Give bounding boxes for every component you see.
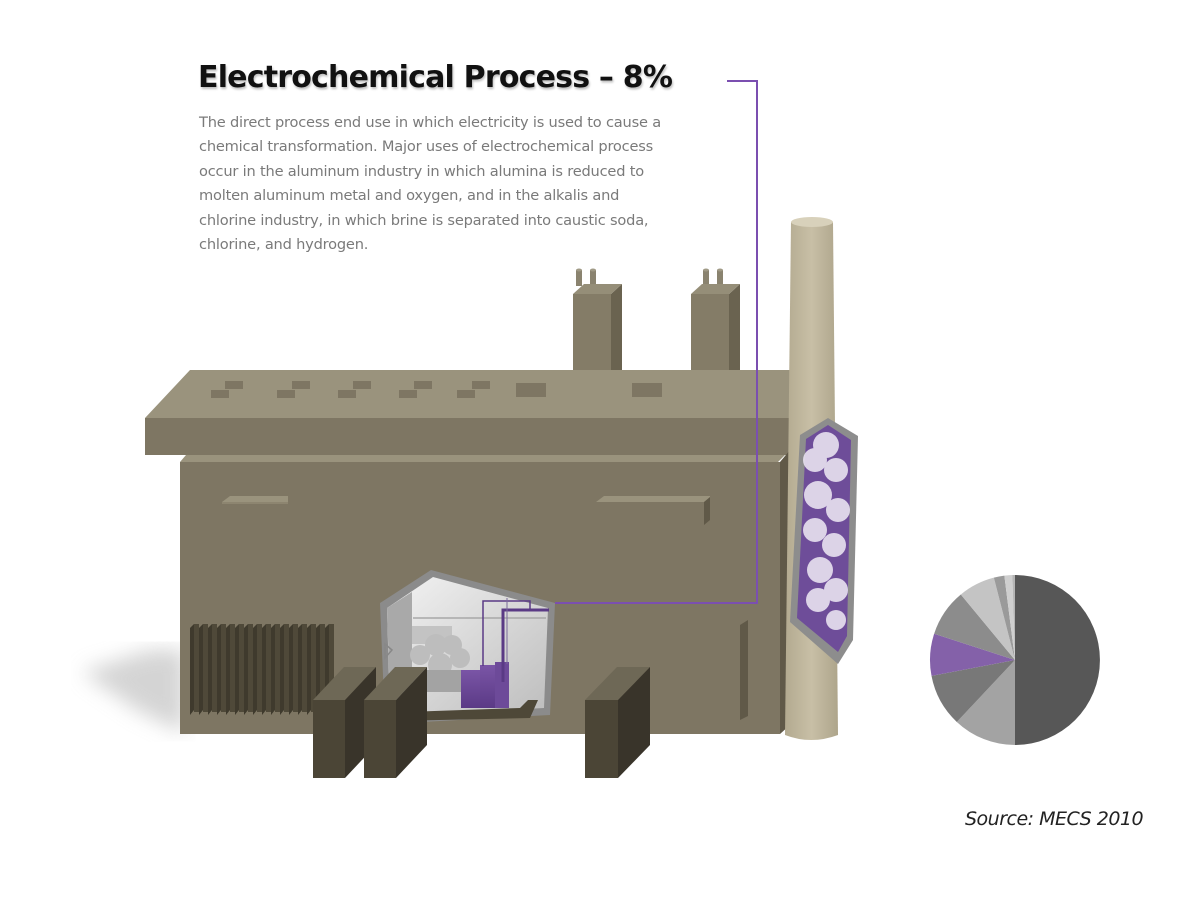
radiator-fin-face (230, 624, 235, 712)
ground-shadow (82, 650, 185, 733)
radiator-fin (217, 624, 221, 715)
radiator-fin-face (302, 624, 307, 712)
roof-vents (211, 381, 662, 398)
radiator-fin (298, 624, 302, 715)
radiator-fins (190, 624, 334, 715)
radiator-fin-face (221, 624, 226, 712)
support-beams (313, 667, 650, 778)
radiator-fin-face (284, 624, 289, 712)
smoke-cloud-icon (803, 432, 850, 630)
pie-slice (934, 594, 1015, 660)
pie-slice (993, 575, 1015, 660)
radiator-fin (235, 624, 239, 715)
source-citation: Source: MECS 2010 (965, 808, 1144, 830)
radiator-fin-face (248, 624, 253, 712)
pie-slice (1004, 575, 1015, 660)
pie-slice (1015, 575, 1100, 745)
radiator-fin-face (212, 624, 217, 712)
radiator-fin (307, 624, 311, 715)
pie-slice (1012, 575, 1015, 660)
radiator-fin (199, 624, 203, 715)
callout-line (555, 80, 758, 604)
radiator-fin-face (293, 624, 298, 712)
pie-slice (960, 577, 1015, 660)
electrolytic-cell-icon (461, 598, 549, 708)
radiator-fin-face (275, 624, 280, 712)
radiator-fin-face (239, 624, 244, 712)
pie-slice (930, 633, 1015, 676)
radiator-fin-face (203, 624, 208, 712)
radiator-fin (190, 624, 194, 715)
radiator-fin (280, 624, 284, 715)
radiator-fin-face (311, 624, 316, 712)
description-text: The direct process end use in which elec… (199, 114, 661, 254)
radiator-fin (253, 624, 257, 715)
radiator-fin (226, 624, 230, 715)
radiator-fin-face (266, 624, 271, 712)
radiator-fin (316, 624, 320, 715)
radiator-fin-face (194, 624, 199, 712)
radiator-fin-face (257, 624, 262, 712)
pie-chart (930, 575, 1100, 745)
radiator-fin (271, 624, 275, 715)
radiator-fin (262, 624, 266, 715)
pie-slice (931, 660, 1015, 722)
chimney (785, 217, 858, 740)
radiator-fin-face (329, 624, 334, 712)
radiator-fin (244, 624, 248, 715)
radiator-fin-face (320, 624, 325, 712)
steam-cloud-icon (410, 634, 470, 677)
pie-slice (956, 660, 1015, 745)
radiator-fin (208, 624, 212, 715)
radiator-fin (289, 624, 293, 715)
page-title: Electrochemical Process – 8% (198, 60, 673, 95)
